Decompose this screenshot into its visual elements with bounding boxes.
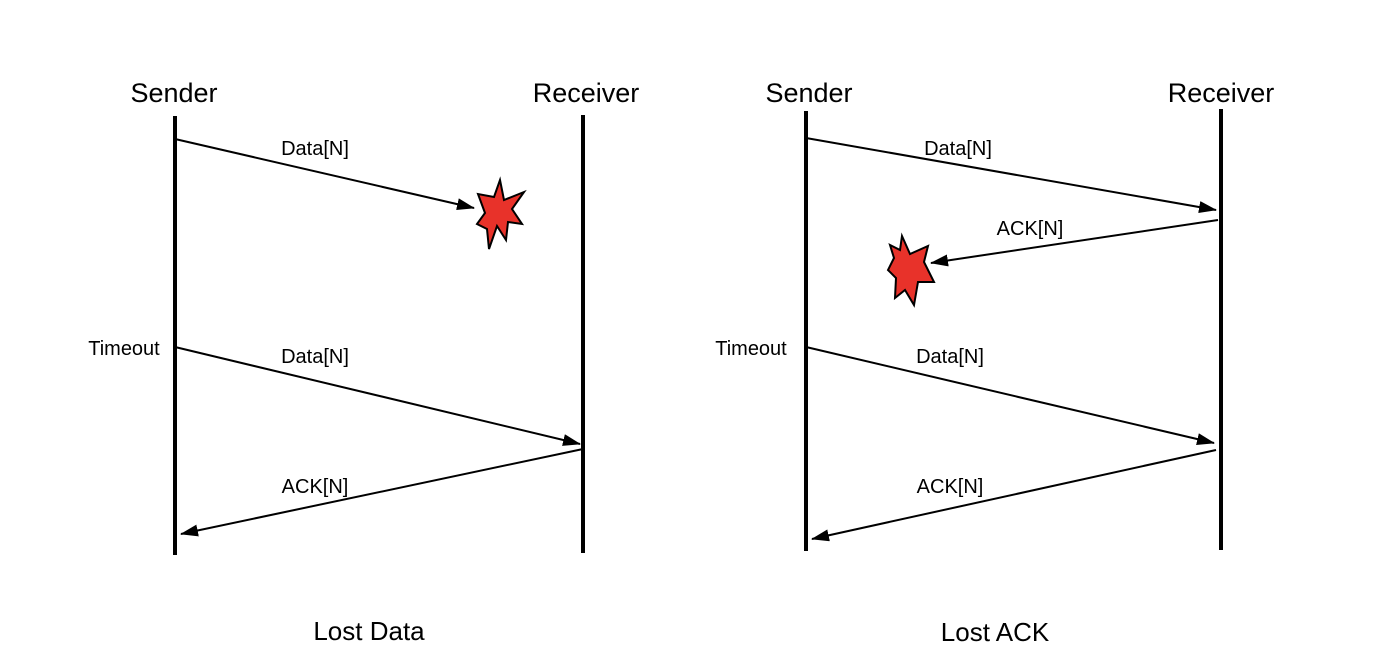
message-label: Data[N] <box>281 138 349 160</box>
timeout-label: Timeout <box>88 338 160 360</box>
message-label: Data[N] <box>924 138 992 160</box>
diagram-caption: Lost ACK <box>941 617 1050 647</box>
message-label: ACK[N] <box>997 218 1064 240</box>
sender-label: Sender <box>765 78 852 108</box>
timeout-label: Timeout <box>715 338 787 360</box>
explosion-burst-icon <box>886 232 936 308</box>
message-label: Data[N] <box>281 346 349 368</box>
receiver-label: Receiver <box>533 78 640 108</box>
message-label: Data[N] <box>916 346 984 368</box>
lost-ack-arrow <box>930 219 1219 267</box>
receiver-label: Receiver <box>1168 78 1275 108</box>
diagram-lost-ack: Sender Receiver Data[N] ACK[N] Timeout D… <box>715 78 1274 647</box>
retransmit-data-arrow <box>805 346 1215 445</box>
lost-data-arrow <box>174 138 475 211</box>
diagram-caption: Lost Data <box>313 616 425 646</box>
message-label: ACK[N] <box>282 476 349 498</box>
message-label: ACK[N] <box>917 476 984 498</box>
ack-arrow <box>180 448 584 537</box>
ack-arrow <box>811 449 1217 542</box>
data-arrow <box>805 137 1217 213</box>
explosion-burst-icon <box>475 176 527 250</box>
sender-label: Sender <box>130 78 217 108</box>
retransmit-data-arrow <box>174 346 581 446</box>
diagram-lost-data: Sender Receiver Data[N] Timeout Data[N] … <box>88 78 639 646</box>
